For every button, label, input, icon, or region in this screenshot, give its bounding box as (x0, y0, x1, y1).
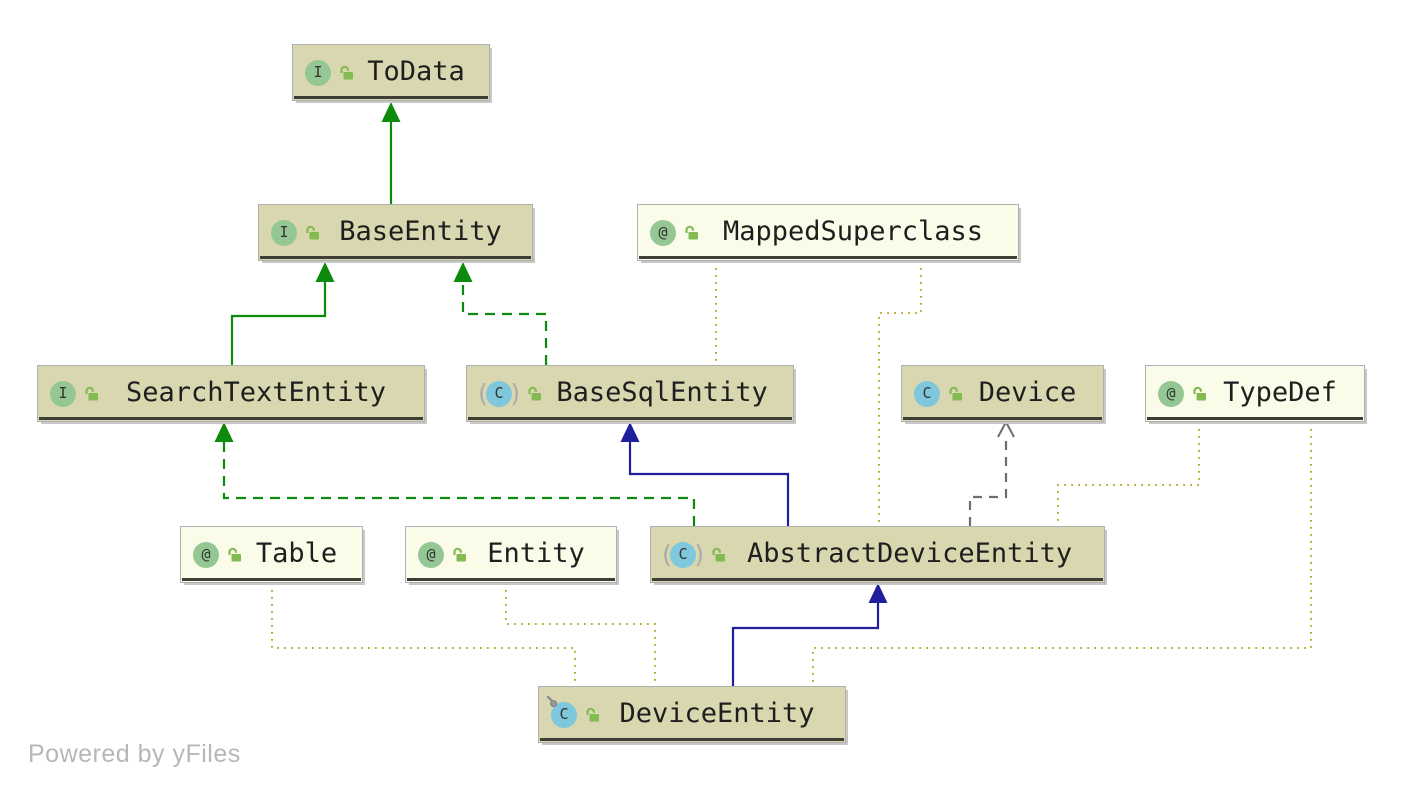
interface-icon: I (50, 380, 76, 407)
lock-icon (586, 707, 599, 722)
edge-SearchTextEntity-to-BaseEntity[interactable] (230, 262, 335, 365)
lock-icon (85, 386, 98, 401)
abstract-marker: ) (508, 378, 524, 408)
lock-icon (228, 547, 241, 562)
interface-icon: I (305, 59, 331, 86)
edge-TypeDef-to-DeviceEntity[interactable] (812, 422, 1312, 685)
node-SearchTextEntity[interactable]: I SearchTextEntity (37, 365, 425, 422)
edge-Table-to-DeviceEntity[interactable] (271, 583, 576, 685)
class-icon: C (546, 695, 577, 728)
edge-TypeDef-to-AbstractDeviceEntity[interactable] (1057, 422, 1200, 525)
lock-icon (712, 547, 726, 562)
edge-DeviceEntity-to-AbstractDeviceEntity[interactable] (731, 583, 888, 686)
node-AbstractDeviceEntity[interactable]: (C) AbstractDeviceEntity (650, 526, 1105, 583)
node-label: BaseSqlEntity (556, 377, 768, 408)
node-Entity[interactable]: @ Entity (405, 526, 617, 583)
abstract-marker: ( (475, 378, 491, 408)
interface-icon: I (271, 219, 297, 246)
node-label: DeviceEntity (619, 698, 815, 729)
class-icon: (C) (659, 539, 708, 569)
edge-BaseSqlEntity-to-BaseEntity[interactable] (453, 262, 548, 365)
node-DeviceEntity[interactable]: C DeviceEntity (538, 686, 846, 743)
lock-icon (453, 547, 466, 562)
node-TypeDef[interactable]: @ TypeDef (1145, 365, 1365, 422)
node-label: BaseEntity (339, 216, 502, 247)
annotation-icon: @ (650, 219, 676, 246)
yfiles-watermark: Powered by yFiles (28, 740, 241, 768)
lock-icon (340, 65, 353, 80)
abstract-marker: ) (692, 539, 708, 569)
node-label: SearchTextEntity (125, 377, 387, 408)
annotation-icon: @ (418, 541, 444, 568)
edge-Entity-to-DeviceEntity[interactable] (505, 583, 656, 685)
lock-icon (528, 386, 542, 401)
node-Device[interactable]: C Device (901, 365, 1104, 422)
node-label: ToData (367, 56, 465, 87)
lock-icon (685, 225, 698, 240)
edge-AbstractDeviceEntity-to-Device[interactable] (968, 419, 1015, 526)
annotation-icon: @ (1158, 380, 1184, 407)
entity-key-icon (546, 695, 558, 707)
node-label: Device (978, 377, 1077, 408)
edge-AbstractDeviceEntity-to-SearchTextEntity[interactable] (214, 422, 696, 526)
class-icon: C (914, 380, 940, 407)
edge-AbstractDeviceEntity-to-BaseSqlEntity[interactable] (620, 422, 790, 526)
node-label: TypeDef (1223, 377, 1337, 408)
node-label: Entity (487, 538, 585, 569)
lock-icon (1193, 386, 1206, 401)
node-BaseSqlEntity[interactable]: (C) BaseSqlEntity (466, 365, 794, 422)
node-label: AbstractDeviceEntity (747, 538, 1073, 569)
node-ToData[interactable]: I ToData (292, 44, 490, 101)
lock-icon (949, 386, 962, 401)
node-BaseEntity[interactable]: I BaseEntity (258, 204, 533, 261)
edge-BaseEntity-to-ToData[interactable] (381, 102, 401, 204)
lock-icon (306, 225, 319, 240)
node-MappedSuperclass[interactable]: @ MappedSuperclass (637, 204, 1019, 261)
node-Table[interactable]: @ Table (180, 526, 363, 583)
annotation-icon: @ (193, 541, 219, 568)
node-label: MappedSuperclass (722, 216, 984, 247)
node-label: Table (255, 538, 338, 569)
abstract-marker: ( (659, 539, 675, 569)
class-icon: (C) (475, 378, 524, 408)
